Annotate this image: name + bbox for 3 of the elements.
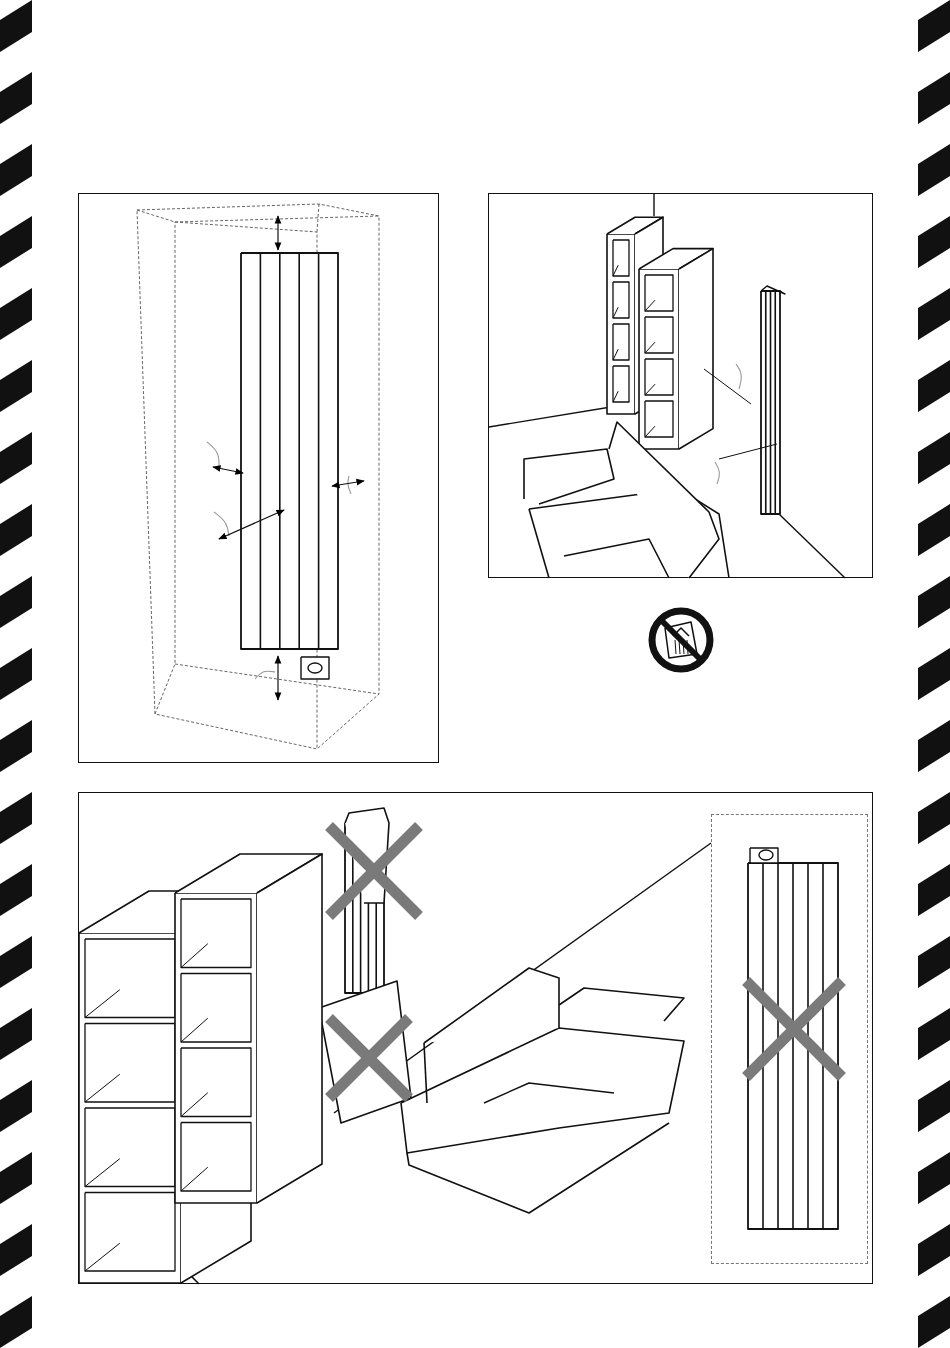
- dashed-frame: [711, 814, 868, 1264]
- illustration-panel: [78, 792, 873, 1284]
- illustration-panel: [78, 193, 439, 763]
